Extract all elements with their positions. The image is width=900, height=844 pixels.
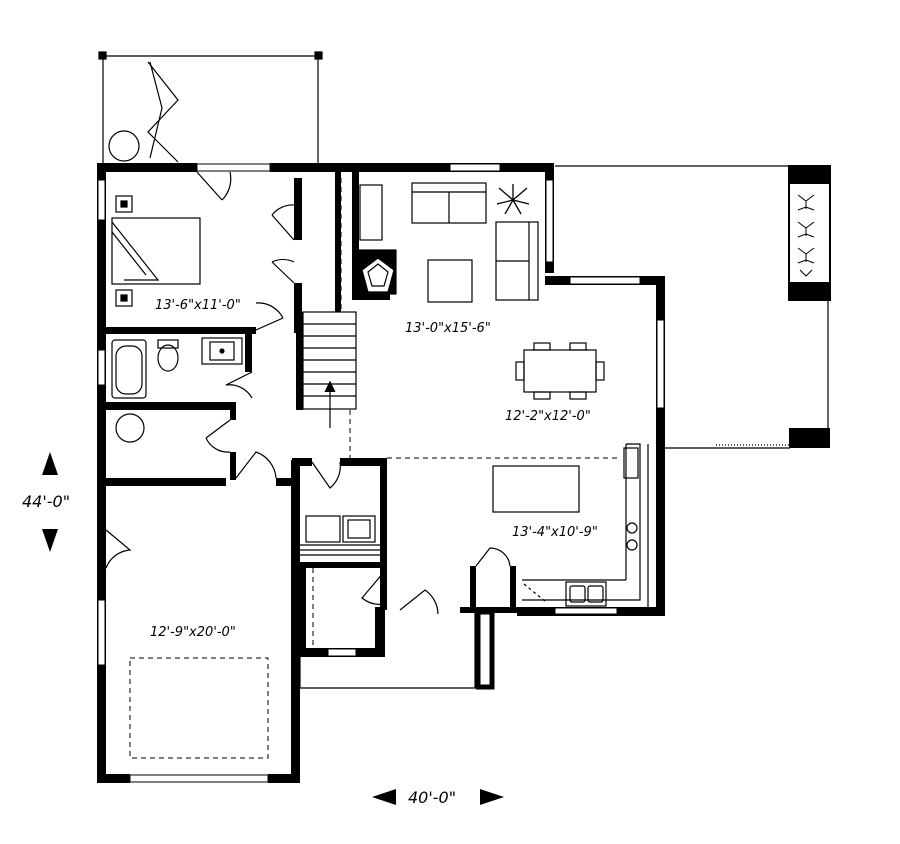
porch-column-top	[788, 165, 831, 301]
width-label: 40'-0"	[408, 788, 456, 807]
bedroom-dimensions: 13'-6"x11'-0"	[155, 298, 241, 313]
interior-walls	[106, 172, 516, 653]
depth-dimension: 44'-0"	[22, 452, 70, 552]
bbq-icon	[108, 130, 140, 162]
porch-column-bottom	[789, 428, 830, 448]
openings	[129, 178, 620, 759]
dining-table-icon	[515, 342, 605, 400]
kitchen-counters	[492, 443, 649, 608]
arrow-down-icon	[42, 529, 58, 552]
laundry-machines	[300, 515, 384, 556]
width-dimension: 40'-0"	[372, 788, 504, 807]
windows	[97, 163, 665, 783]
garage-dimensions: 12'-9"x20'-0"	[150, 625, 236, 640]
dining-room-dimensions: 12'-2"x12'-0"	[505, 409, 591, 424]
arrow-right-icon	[480, 789, 504, 805]
rear-deck	[98, 51, 323, 165]
front-column	[475, 609, 495, 690]
arrow-up-icon	[42, 452, 58, 475]
depth-label: 44'-0"	[22, 492, 70, 511]
plant-icon	[496, 184, 530, 215]
bed-icon	[111, 195, 201, 307]
fireplace-icon	[357, 184, 397, 295]
covered-porch	[555, 165, 829, 449]
arrow-left-icon	[372, 789, 396, 805]
doors	[105, 171, 511, 615]
planter-icon	[797, 194, 815, 277]
kitchen-dimensions: 13'-4"x10'-9"	[512, 525, 598, 540]
living-room-dimensions: 13'-0"x15'-6"	[405, 321, 491, 336]
living-furniture	[411, 182, 539, 303]
bathroom-fixtures	[111, 337, 243, 399]
stairs	[302, 311, 357, 428]
water-heater-icon	[115, 413, 145, 443]
